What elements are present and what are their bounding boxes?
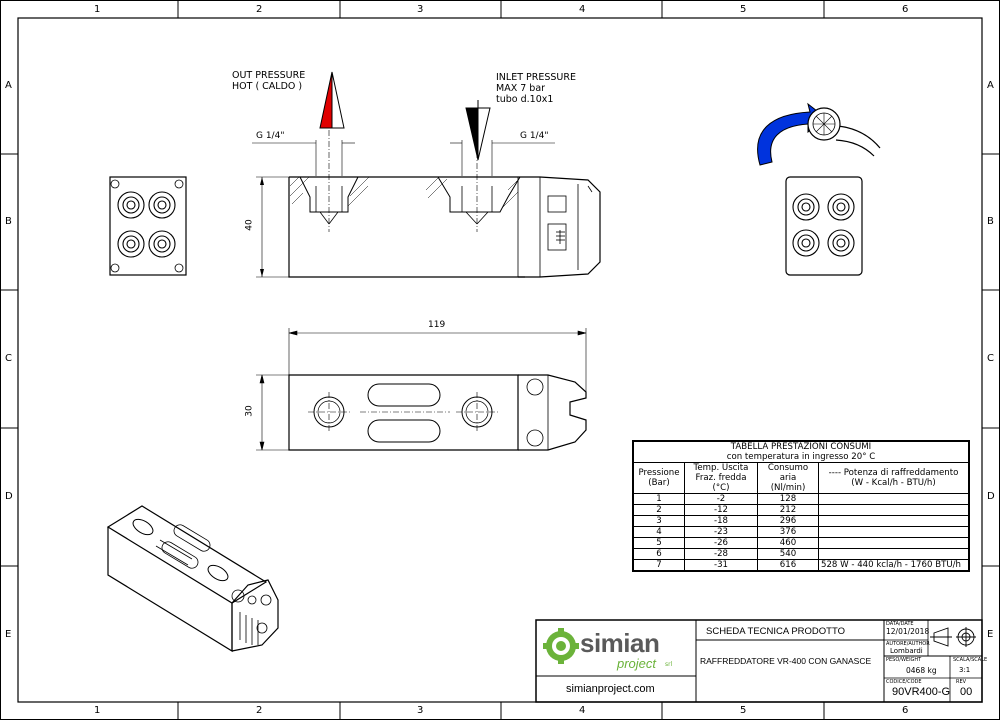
dimension-arrows [260, 177, 264, 277]
scale-value: 3:1 [959, 666, 971, 674]
pipe-fitting-icon [807, 107, 881, 157]
header-pressure: Pressione(Bar) [632, 462, 685, 494]
projection-symbol-icon [930, 627, 976, 647]
zone-col-1-top: 1 [94, 4, 101, 15]
top-view [256, 328, 587, 451]
zone-row-b-right: B [987, 216, 994, 227]
zone-col-4-bottom: 4 [579, 705, 586, 716]
zone-col-6-top: 6 [902, 4, 909, 15]
code-value: 90VR400-G [892, 686, 951, 698]
out-pressure-label: OUT PRESSURE HOT ( CALDO ) [232, 70, 306, 92]
title-block-frame [535, 619, 983, 703]
dimension-length: 119 [428, 320, 446, 330]
revision-label: REV [956, 679, 967, 685]
zone-col-5-bottom: 5 [740, 705, 747, 716]
zone-col-2-top: 2 [256, 4, 263, 15]
code-label: CODICE/CODE [886, 679, 922, 685]
zone-row-e-left: E [5, 629, 12, 640]
scale-label: SCALA/SCALE [953, 657, 988, 663]
logo-sub-text: project [617, 656, 657, 671]
zone-row-a-right: A [987, 80, 994, 91]
zone-row-d-left: D [5, 491, 13, 502]
logo-main-text: simian [580, 628, 660, 658]
zone-col-4-top: 4 [579, 4, 586, 15]
performance-table: TABELLA PRESTAZIONI CONSUMI con temperat… [632, 440, 970, 572]
out-pressure-arrow [319, 71, 345, 129]
simian-logo-icon [543, 628, 579, 664]
inlet-pressure-arrow [465, 100, 491, 161]
zone-row-b-left: B [5, 216, 12, 227]
zone-row-a-left: A [5, 80, 12, 91]
dimension-height-side: 40 [244, 219, 255, 231]
website-link[interactable]: simianproject.com [566, 683, 655, 695]
zone-row-c-left: C [5, 353, 12, 364]
inlet-pressure-label: INLET PRESSURE MAX 7 bar tubo d.10x1 [496, 72, 576, 105]
zone-col-5-top: 5 [740, 4, 747, 15]
thread-label-inlet: G 1/4" [520, 131, 549, 141]
zone-col-3-bottom: 3 [417, 705, 424, 716]
weight-value: 0468 kg [906, 666, 937, 675]
revision-value: 00 [960, 686, 973, 698]
weight-label: PESO/WEIGHT [886, 657, 922, 663]
author-label: AUTORE/AUTHOR [886, 641, 930, 647]
author-value: Lombardi [890, 647, 923, 655]
end-view-fittings [109, 176, 187, 276]
thread-label-out: G 1/4" [256, 131, 285, 141]
logo-srl-text: srl [665, 661, 673, 668]
product-description: RAFFREDDATORE VR-400 CON GANASCE [700, 656, 872, 666]
dimension-height-top: 30 [244, 405, 255, 417]
zone-row-e-right: E [987, 629, 994, 640]
table-title-row: TABELLA PRESTAZIONI CONSUMI con temperat… [632, 440, 970, 463]
zone-row-d-right: D [987, 491, 995, 502]
end-view-right [785, 176, 863, 276]
zone-row-c-right: C [987, 353, 994, 364]
isometric-view [106, 505, 279, 653]
header-air-consumption: Consumo aria(Nl/min) [757, 462, 819, 494]
date-value: 12/01/2018 [886, 627, 930, 636]
table-title: TABELLA PRESTAZIONI CONSUMI [730, 442, 872, 452]
side-section-view [252, 130, 601, 278]
table-subtitle: con temperatura in ingresso 20° C [726, 452, 876, 462]
zone-col-1-bottom: 1 [94, 705, 101, 716]
zone-col-2-bottom: 2 [256, 705, 263, 716]
zone-col-6-bottom: 6 [902, 705, 909, 716]
zone-col-3-top: 3 [417, 4, 424, 15]
header-cooling-power: ---- Potenza di raffreddamento(W - Kcal/… [818, 462, 970, 494]
date-label: DATA/DATE [886, 621, 914, 627]
document-type: SCHEDA TECNICA PRODOTTO [706, 626, 846, 637]
